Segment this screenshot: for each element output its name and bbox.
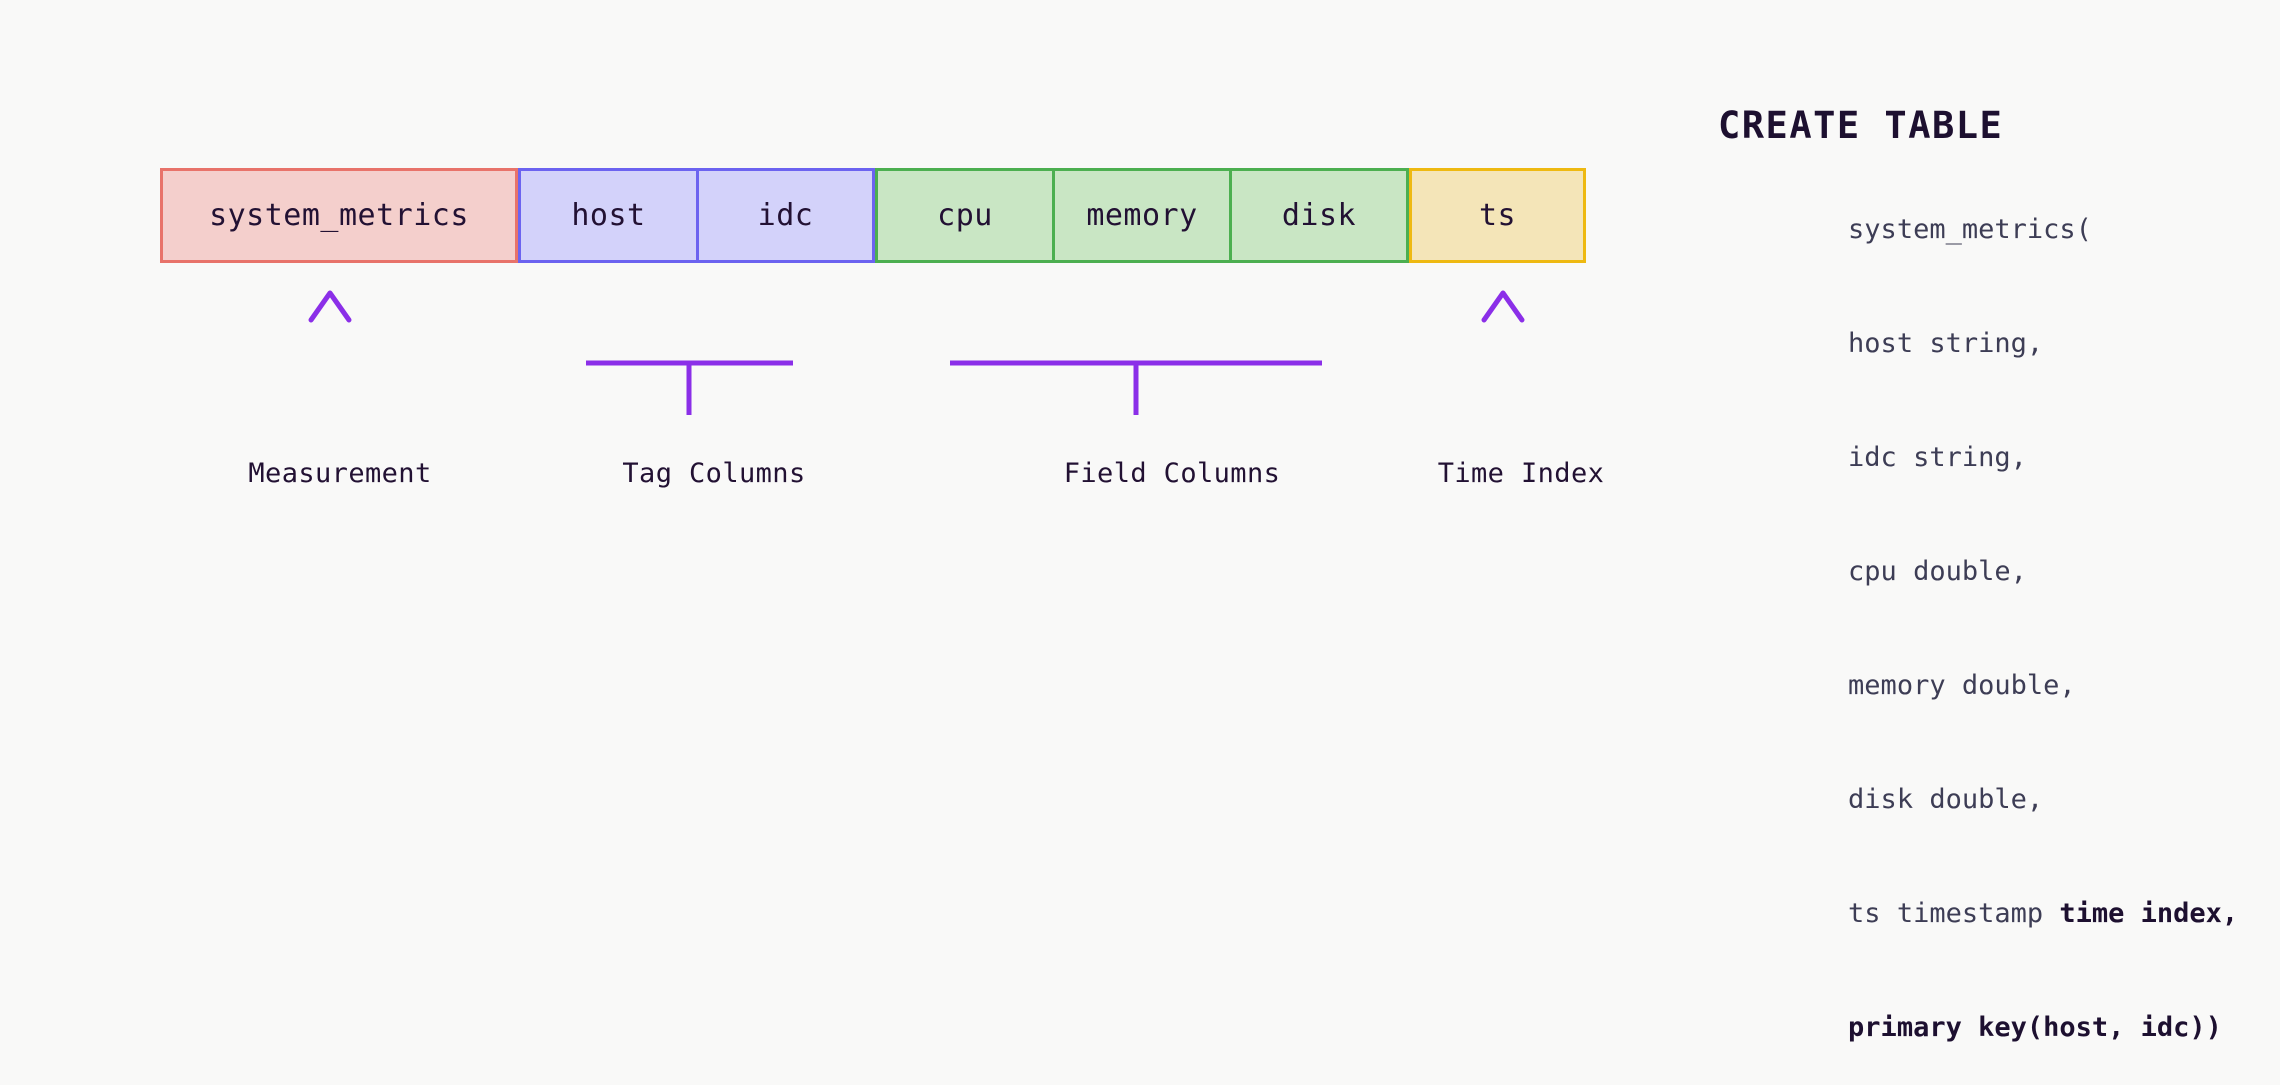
sql-segment: host string, [1848,328,2044,359]
column-cell-memory: memory [1052,168,1232,263]
sql-line: primary key(host, idc)) [1718,971,2238,1085]
sql-segment: system_metrics( [1848,214,2092,245]
diagram-canvas: system_metrics host idc cpu memory disk [160,104,2238,1043]
group-time-index: ts [1409,168,1586,263]
column-label: cpu [937,198,993,233]
column-label: ts [1478,198,1517,233]
connector-arrow-time-index [1481,290,1525,408]
sql-segment: disk double, [1848,784,2044,815]
column-cell-cpu: cpu [875,168,1055,263]
connector-bracket-tag-columns [585,300,794,415]
sql-panel: CREATE TABLE system_metrics( host string… [1718,104,2238,1085]
sql-line: memory double, [1718,629,2238,743]
sql-segment: idc string, [1848,442,2027,473]
column-label: host [571,198,646,233]
sql-title: CREATE TABLE [1718,104,2004,147]
column-cell-host: host [518,168,699,263]
caption-tag-columns: Tag Columns [622,458,806,489]
sql-segment: ts timestamp [1848,898,2060,929]
sql-line: ts timestamp time index, [1718,857,2238,971]
column-label: idc [757,198,814,233]
sql-segment: cpu double, [1848,556,2027,587]
sql-line: idc string, [1718,401,2238,515]
connector-arrow-measurement [308,290,352,408]
sql-line: system_metrics( [1718,173,2238,287]
sql-line: host string, [1718,287,2238,401]
sql-segment-emphasis: time index, [2059,898,2239,929]
column-cell-measurement: system_metrics [160,168,518,263]
column-label: disk [1281,198,1357,233]
caption-time-index: Time Index [1437,458,1605,489]
sql-segment-emphasis: primary key(host, idc)) [1848,1012,2222,1043]
column-cell-idc: idc [696,168,875,263]
group-tag-columns: host idc [518,168,875,263]
sql-line: disk double, [1718,743,2238,857]
sql-line: cpu double, [1718,515,2238,629]
connector-bracket-field-columns [949,300,1323,415]
sql-body: system_metrics( host string, idc string,… [1718,173,2238,1085]
column-cell-disk: disk [1229,168,1409,263]
caption-field-columns: Field Columns [1063,458,1281,489]
group-measurement: system_metrics [160,168,518,263]
group-field-columns: cpu memory disk [875,168,1409,263]
schema-row: system_metrics host idc cpu memory disk [160,168,1586,263]
column-label: system_metrics [209,198,469,233]
column-cell-ts: ts [1409,168,1586,263]
caption-measurement: Measurement [248,458,432,489]
sql-segment: memory double, [1848,670,2076,701]
column-label: memory [1086,198,1198,233]
